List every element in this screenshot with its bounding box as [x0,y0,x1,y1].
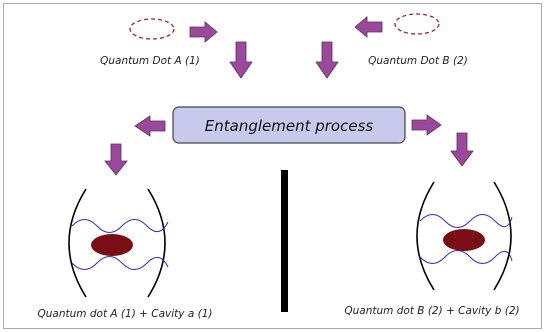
arrow-left-to-dot-b-icon [354,16,383,38]
cavity-a-lower-wave [71,256,169,270]
cavity-a-quantum-dot [91,234,133,256]
cavity-a-left-mirror [68,188,87,298]
cavity-a-right-mirror [147,188,166,298]
entanglement-process-box [172,106,406,144]
entanglement-process-label: Entanglement process [205,117,374,135]
quantum-dot-a-icon [129,18,175,40]
arrow-right-to-dot-a-icon [189,21,218,43]
cavity-b-quantum-dot [443,229,485,251]
cavity-b-label: Quantum dot B (2) + Cavity b (2) [344,305,519,317]
cavity-b-left-mirror [416,181,435,291]
cavity-a-upper-wave [71,219,169,233]
cavity-a-label: Quantum dot A (1) + Cavity a (1) [38,308,213,320]
arrow-down-to-cavity-b-icon [450,132,474,167]
quantum-dot-b-label: Quantum Dot B (2) [368,55,468,67]
cavity-b-lower-wave [419,250,513,264]
quantum-dot-a-label: Quantum Dot A (1) [100,55,200,67]
center-divider [281,170,288,312]
cavity-b-right-mirror [493,181,512,291]
arrow-down-to-cavity-a-icon [104,143,128,176]
arrow-left-from-process-icon [134,115,166,137]
cavity-b-upper-wave [419,214,513,228]
arrow-right-from-process-icon [411,114,442,136]
arrow-down-from-dot-a-icon [229,41,253,79]
quantum-dot-b-icon [394,13,440,35]
arrow-down-from-dot-b-icon [315,41,339,79]
cavity-a-icon [68,188,169,298]
diagram-frame [3,3,542,329]
cavity-b-icon [416,181,513,291]
